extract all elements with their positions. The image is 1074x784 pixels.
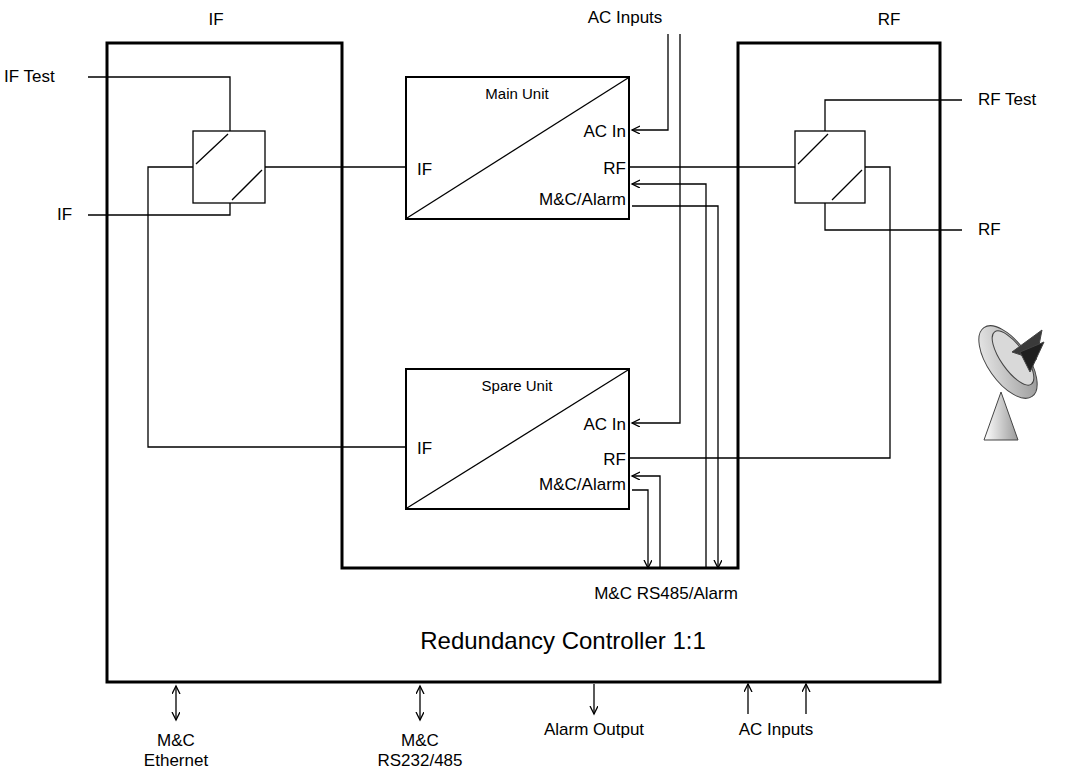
port-label: IF — [417, 439, 432, 459]
antenna-illustration — [968, 316, 1049, 440]
if-switch — [193, 131, 265, 203]
redundancy-controller: Redundancy Controller 1:1 — [107, 43, 940, 682]
port-label: RF — [603, 450, 626, 470]
bus-wire — [632, 476, 660, 568]
controller-title: Redundancy Controller 1:1 — [420, 627, 706, 655]
bus-wire — [632, 490, 648, 568]
unit-title: Main Unit — [485, 85, 548, 102]
unit-title: Spare Unit — [482, 377, 553, 394]
port-label: IF — [57, 205, 72, 225]
mc-alarm-connector — [632, 476, 660, 568]
region-label: IF — [208, 10, 223, 30]
bus-wire — [632, 184, 706, 568]
port-label: RF — [603, 159, 626, 179]
input-label: AC Inputs — [588, 8, 663, 28]
port-label: M&C/Alarm — [539, 475, 626, 495]
port-label: RF — [978, 220, 1001, 240]
bus-label: M&C RS485/Alarm — [594, 584, 738, 604]
main-unit: Main UnitIF AC In RF M&C/Alarm — [405, 76, 630, 220]
mc-alarm-connector — [632, 184, 718, 568]
interface-label: M&C RS232/485 — [372, 731, 468, 770]
port-label: IF Test — [4, 67, 55, 87]
rf-switch — [795, 131, 865, 203]
port-label: IF — [417, 160, 432, 180]
region-label: RF — [878, 10, 901, 30]
interface-label: M&C Ethernet — [136, 731, 216, 770]
controller-outline — [107, 43, 940, 682]
port-label: M&C/Alarm — [539, 190, 626, 210]
port-label: RF Test — [978, 90, 1036, 110]
port-label: AC In — [583, 122, 626, 142]
signal-wires — [88, 34, 962, 720]
port-label: AC In — [583, 415, 626, 435]
spare-unit: Spare UnitIF AC In RF M&C/Alarm — [405, 368, 630, 510]
interface-label: Alarm Output — [544, 720, 644, 740]
bus-wire — [632, 206, 718, 568]
interface-label: AC Inputs — [739, 720, 814, 740]
